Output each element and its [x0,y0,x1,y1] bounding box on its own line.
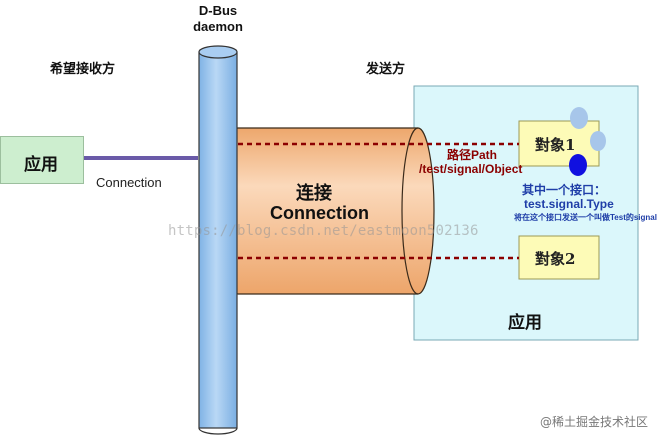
connection-tube-end [401,127,419,295]
receiver-label: 希望接收方 [50,61,116,76]
watermark: https://blog.csdn.net/eastmoon502136 [168,223,479,239]
dbus-daemon-cylinder-bottom [198,427,238,435]
path-label-line1: 路径Path [447,148,498,162]
object-1-box [518,120,600,167]
interface-label-line3: 将在这个接口发送一个叫做Test的signal [514,213,657,222]
connection-subtitle: Connection [270,203,369,223]
interface-label-line1: 其中一个接口： [522,183,607,197]
object-2-label: 對象2 [535,250,576,268]
dbus-daemon-cylinder [198,51,238,429]
sender-app-label: 应用 [508,313,542,332]
receiver-connection-label: Connection [96,175,162,190]
receiver-app-label: 应用 [24,155,58,174]
interface-dot-1 [570,107,588,129]
daemon-title-line1: D-Bus [198,3,238,18]
daemon-title-line2: daemon [193,19,243,34]
connection-title: 连接 [296,183,332,203]
footer-credit: @稀土掘金技术社区 [539,415,648,429]
dbus-daemon-cylinder-top [198,45,238,59]
receiver-app-box [0,136,84,184]
interface-dot-active [569,154,587,176]
interface-dot-2 [590,131,606,151]
object-1-label: 對象1 [535,136,576,154]
path-label-line2: /test/signal/Object [419,162,523,176]
interface-label-line2: test.signal.Type [524,197,614,211]
sender-label: 发送方 [366,61,406,76]
